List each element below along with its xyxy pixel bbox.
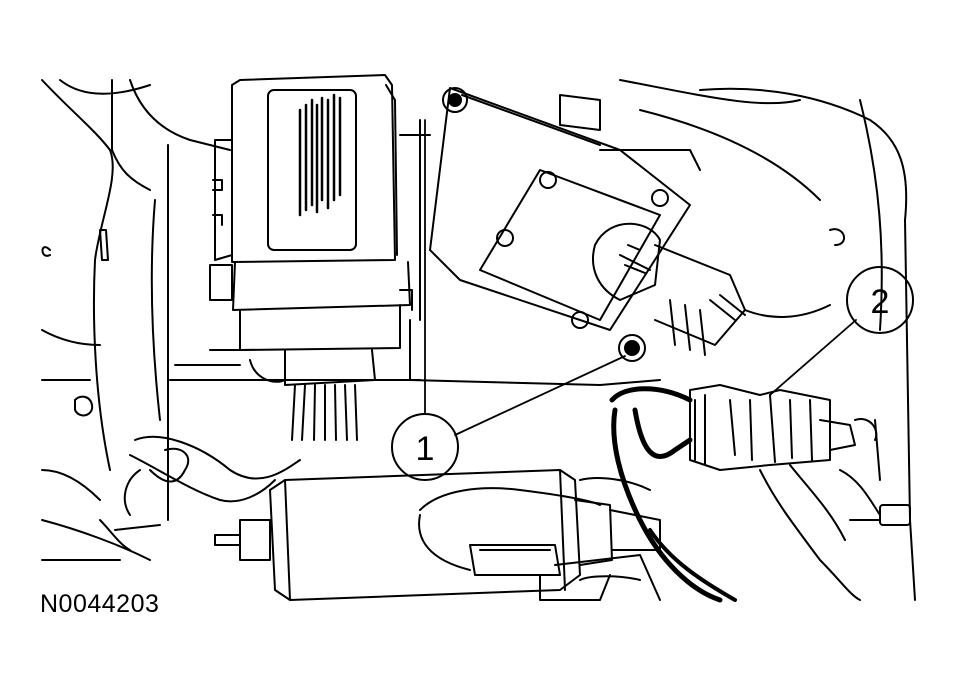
electronic-module-left bbox=[209, 74, 413, 441]
background-structure bbox=[41, 79, 916, 601]
callout-1-label: 1 bbox=[416, 430, 435, 468]
figure-id: N0044203 bbox=[40, 590, 160, 618]
actuator-cylinder bbox=[269, 469, 661, 601]
callout-2-label: 2 bbox=[871, 283, 890, 321]
barcode-label bbox=[298, 93, 342, 217]
electronic-module-right bbox=[429, 87, 831, 362]
callout-2: 2 bbox=[769, 266, 914, 396]
wiring-connector bbox=[609, 384, 911, 603]
wiring-harness-left bbox=[99, 435, 301, 561]
callout-1: 1 bbox=[391, 119, 626, 481]
